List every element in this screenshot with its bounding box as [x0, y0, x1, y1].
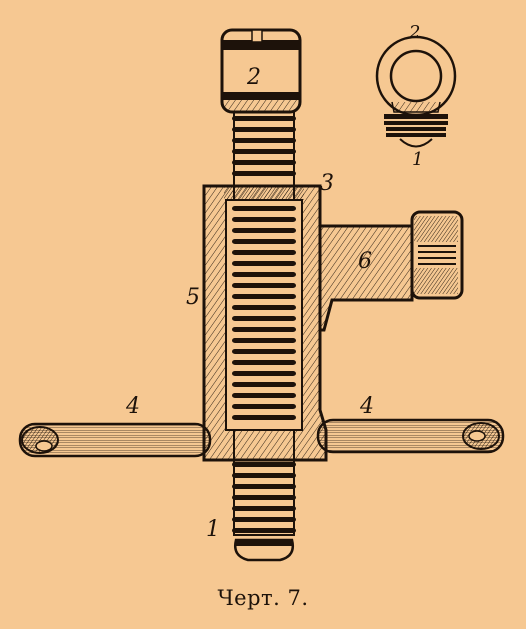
- thread-ridge: [232, 528, 296, 533]
- screw-head: [220, 28, 302, 114]
- label-inset-ring: 2: [408, 22, 420, 43]
- thread-ridge: [232, 206, 296, 211]
- thread-ridge: [232, 495, 296, 500]
- thread-ridge: [232, 283, 296, 288]
- thread-ridge: [232, 360, 296, 365]
- thread-ridge: [232, 294, 296, 299]
- thread-ridge: [232, 116, 296, 121]
- thread-ridge: [232, 382, 296, 387]
- label-inset-screw: 1: [412, 149, 423, 170]
- thread-ridge: [232, 338, 296, 343]
- thread-ridge: [232, 228, 296, 233]
- inset-ring-screw: [375, 35, 457, 148]
- thread-ridge: [232, 160, 296, 165]
- thread-ridge: [232, 371, 296, 376]
- thread-ridge: [232, 327, 296, 332]
- thread-ridge: [232, 415, 296, 420]
- side-arm: [318, 210, 464, 332]
- figure-caption: Черт. 7.: [217, 586, 309, 610]
- label-side-arm: 6: [358, 249, 372, 274]
- thread-ridge: [232, 473, 296, 478]
- thread-ridge: [232, 506, 296, 511]
- thread-ridge: [232, 171, 296, 176]
- screw-end: [234, 538, 294, 562]
- handle-bar-right: [316, 418, 505, 454]
- thread-ridge: [232, 462, 296, 467]
- label-sleeve: 5: [186, 285, 200, 310]
- thread-ridge: [232, 393, 296, 398]
- label-handle-left: 4: [125, 394, 140, 419]
- thread-ridge: [232, 316, 296, 321]
- label-handle-right: 4: [359, 394, 374, 419]
- thread-ridge: [232, 404, 296, 409]
- thread-ridge: [232, 261, 296, 266]
- thread-ridge: [232, 517, 296, 522]
- thread-ridge: [232, 349, 296, 354]
- thread-ridge: [232, 272, 296, 277]
- thread-ridge: [232, 149, 296, 154]
- thread-ridge: [232, 239, 296, 244]
- label-screw-head: 2: [246, 65, 261, 90]
- thread-ridge: [232, 138, 296, 143]
- sleeve-body: [202, 184, 328, 462]
- label-screw-end: 1: [206, 517, 220, 542]
- thread-ridge: [232, 484, 296, 489]
- handle-bar-left: [18, 422, 212, 458]
- thread-ridge: [232, 127, 296, 132]
- thread-ridge: [232, 217, 296, 222]
- label-nut: 3: [320, 171, 334, 196]
- thread-ridge: [232, 250, 296, 255]
- thread-ridge: [232, 305, 296, 310]
